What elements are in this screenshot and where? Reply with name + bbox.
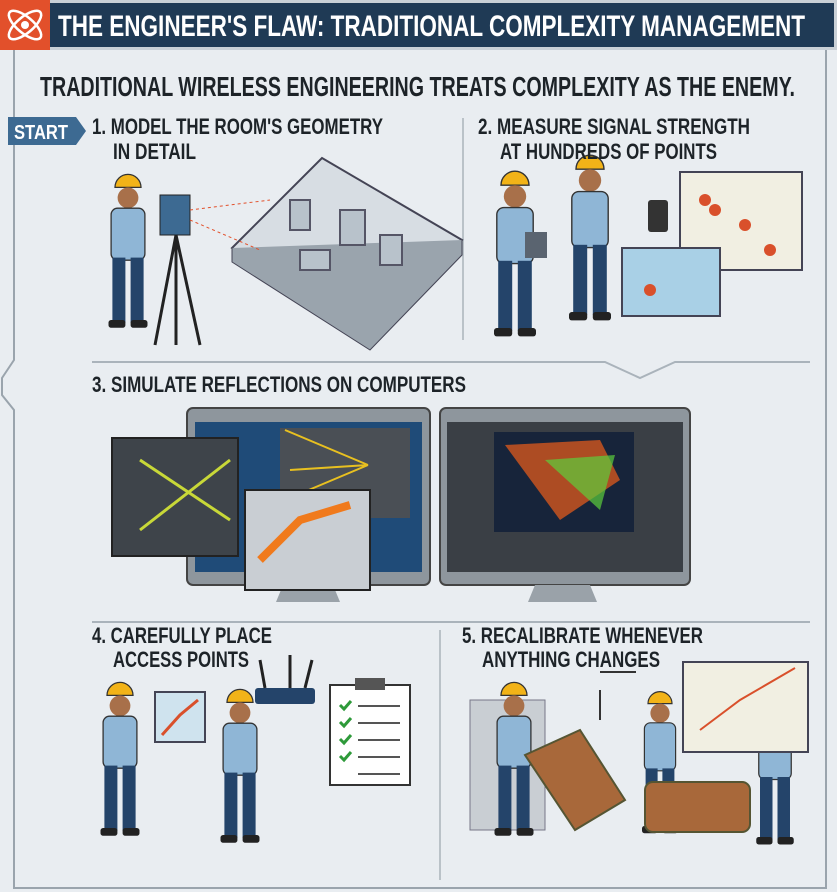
step-4-title-line1: 4. CAREFULLY PLACE [92,623,272,648]
monitor-right [439,407,691,602]
step-2-title-line2: AT HUNDREDS OF POINTS [500,139,717,164]
engineers-measuring [493,154,668,338]
step-3-title: 3. SIMULATE REFLECTIONS ON COMPUTERS [92,372,466,397]
start-badge [8,117,86,145]
step-5-title-line2: ANYTHING CHANGES [482,647,660,672]
monitor-left [111,407,431,602]
step-1-title-line1: 1. MODEL THE ROOM'S GEOMETRY [92,114,383,139]
signal-map [621,171,803,317]
engineer-with-scanner [107,173,202,346]
room-3d-model [189,156,464,351]
header-bar [0,0,837,50]
workers-moving-furniture [469,661,809,846]
step-1-title-line2: IN DETAIL [113,139,196,164]
step-4-title-line2: ACCESS POINTS [113,647,249,672]
start-label: START [14,122,68,144]
atom-icon [0,0,50,50]
step-5-title-line1: 5. RECALIBRATE WHENEVER [462,623,703,648]
checklist-clipboard [329,678,411,786]
subtitle: TRADITIONAL WIRELESS ENGINEERING TREATS … [40,71,795,102]
page-title: THE ENGINEER'S FLAW: TRADITIONAL COMPLEX… [58,10,805,43]
engineers-placing-access-point [99,655,315,844]
step-2-title-line1: 2. MEASURE SIGNAL STRENGTH [478,114,750,139]
